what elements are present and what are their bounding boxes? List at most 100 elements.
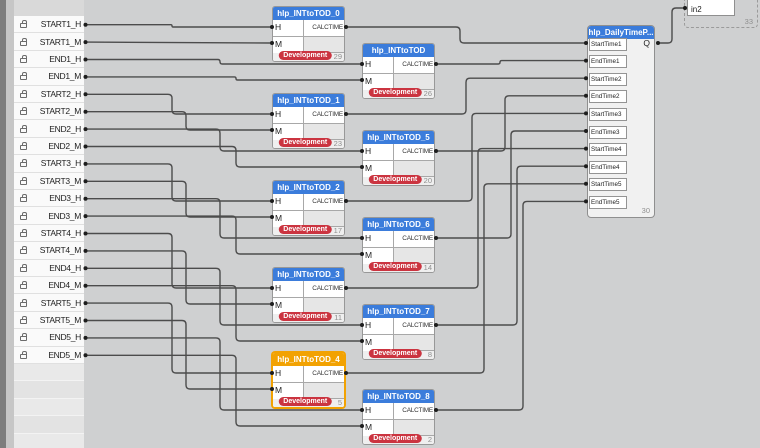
function-block[interactable]: hlp_INTtoTOD_5 H CALCTIME M Development … <box>362 130 435 186</box>
lock-icon <box>20 211 27 220</box>
function-block[interactable]: hlp_INTtoTOD_3 H CALCTIME M Development … <box>272 267 345 323</box>
execution-order: 26 <box>423 89 432 98</box>
variable-row[interactable] <box>14 433 84 448</box>
main-block-input: EndTime1 <box>589 55 627 69</box>
variable-row[interactable] <box>14 398 84 417</box>
function-block-title: hlp_INTtoTOD_0 <box>273 7 344 20</box>
lock-icon <box>20 350 27 359</box>
variable-name: START1_H <box>40 19 82 30</box>
function-block[interactable]: hlp_INTtoTOD_1 H CALCTIME M Development … <box>272 93 345 149</box>
function-block[interactable]: hlp_INTtoTOD_6 H CALCTIME M Development … <box>362 217 435 273</box>
input-box-in2[interactable]: in2 33 <box>684 0 758 28</box>
function-block[interactable]: hlp_INTtoTOD_0 H CALCTIME M Development … <box>272 6 345 62</box>
function-block[interactable]: hlp_INTtoTOD_2 H CALCTIME M Development … <box>272 180 345 236</box>
variable-name: END1_H <box>49 53 81 64</box>
variable-name: START2_M <box>39 106 82 117</box>
variable-row[interactable]: START4_M <box>14 242 84 260</box>
output-calctime-label: CALCTIME <box>394 318 434 335</box>
function-block[interactable]: hlp_INTtoTOD H CALCTIME M Development 26 <box>362 43 435 99</box>
main-block-input: StartTime4 <box>589 143 627 157</box>
main-block-input: EndTime4 <box>589 160 627 174</box>
output-calctime-label: CALCTIME <box>304 20 344 37</box>
function-block-title: hlp_INTtoTOD <box>363 44 434 57</box>
input-h-label: H <box>273 107 304 124</box>
left-gutter <box>6 0 14 448</box>
execution-order: 30 <box>641 206 650 215</box>
output-calctime-label: CALCTIME <box>304 107 344 124</box>
function-block-body: H CALCTIME M <box>273 366 344 399</box>
input-h-label: H <box>363 57 394 74</box>
variable-row[interactable]: END2_M <box>14 137 84 156</box>
main-block-title: hlp_DailyTimeP... <box>588 26 654 39</box>
variable-row[interactable]: END5_M <box>14 346 84 364</box>
variable-row[interactable]: START3_H <box>14 155 84 173</box>
lock-icon <box>20 228 27 237</box>
variable-row[interactable]: START5_M <box>14 311 84 330</box>
variable-name: END2_M <box>48 140 81 151</box>
variable-row[interactable] <box>14 364 84 382</box>
development-badge: Development <box>368 349 423 358</box>
execution-order: 5 <box>337 398 342 407</box>
variable-name: START3_M <box>39 175 82 186</box>
variable-row[interactable]: START3_M <box>14 172 84 190</box>
variable-row[interactable]: START2_H <box>14 85 84 103</box>
input-m-label: M <box>363 420 394 436</box>
variable-name: START4_M <box>39 245 82 256</box>
main-block-input: StartTime3 <box>589 107 627 121</box>
variable-row[interactable]: END3_M <box>14 207 84 225</box>
execution-order: 23 <box>333 139 342 148</box>
function-block[interactable]: hlp_INTtoTOD_7 H CALCTIME M Development … <box>362 304 435 360</box>
function-block-title: hlp_INTtoTOD_4 <box>273 353 344 366</box>
function-block-body: H CALCTIME M <box>363 57 434 90</box>
function-block-title: hlp_INTtoTOD_7 <box>363 305 434 318</box>
execution-order: 11 <box>334 313 342 322</box>
execution-order: 29 <box>333 52 342 61</box>
output-calctime-label: CALCTIME <box>394 57 434 74</box>
input-h-label: H <box>273 20 304 37</box>
function-block-body: H CALCTIME M <box>273 194 344 227</box>
execution-order: 8 <box>427 350 432 359</box>
variable-row[interactable]: END2_H <box>14 120 84 138</box>
lock-icon <box>20 141 27 150</box>
development-badge: Development <box>278 312 333 321</box>
output-q-label: Q <box>643 38 650 48</box>
function-block-body: H CALCTIME M <box>273 107 344 140</box>
main-block-input: EndTime3 <box>589 125 627 139</box>
function-block-body: H CALCTIME M <box>273 281 344 314</box>
variable-row[interactable]: START4_H <box>14 224 84 243</box>
variable-row[interactable]: START1_H <box>14 16 84 34</box>
function-block-body: H CALCTIME M <box>363 403 434 436</box>
variable-row[interactable]: END1_M <box>14 68 84 86</box>
vertical-scrollbar[interactable] <box>0 0 6 448</box>
development-badge: Development <box>278 51 333 60</box>
variable-row[interactable]: START5_H <box>14 294 84 312</box>
variable-name: END3_M <box>48 210 81 221</box>
variable-row[interactable]: END1_H <box>14 50 84 69</box>
variable-name: END4_H <box>49 262 81 273</box>
variable-name: END4_M <box>48 280 81 291</box>
lock-icon <box>20 263 27 272</box>
variable-row[interactable]: END4_H <box>14 259 84 277</box>
variable-name: END5_M <box>48 349 81 360</box>
input-h-label: H <box>273 281 304 298</box>
variable-row[interactable]: END3_H <box>14 190 84 208</box>
development-badge: Development <box>368 262 423 271</box>
function-block[interactable]: hlp_INTtoTOD_8 H CALCTIME M Development … <box>362 389 435 445</box>
variable-row[interactable]: END4_M <box>14 277 84 295</box>
variable-row[interactable] <box>14 416 84 434</box>
variable-row[interactable]: START2_M <box>14 103 84 121</box>
lock-icon <box>20 37 27 46</box>
output-calctime-label: CALCTIME <box>304 366 344 383</box>
output-calctime-label: CALCTIME <box>304 194 344 211</box>
function-block-body: H CALCTIME M <box>363 231 434 264</box>
function-block[interactable]: hlp_INTtoTOD_4 H CALCTIME M Development … <box>272 352 345 408</box>
variable-row[interactable]: END5_H <box>14 329 84 347</box>
execution-order: 33 <box>744 17 753 26</box>
variable-row[interactable] <box>14 381 84 399</box>
lock-icon <box>20 159 27 168</box>
input-h-label: H <box>363 231 394 248</box>
development-badge: Development <box>368 434 423 443</box>
lock-icon <box>20 54 27 63</box>
variable-row[interactable]: START1_M <box>14 33 84 51</box>
